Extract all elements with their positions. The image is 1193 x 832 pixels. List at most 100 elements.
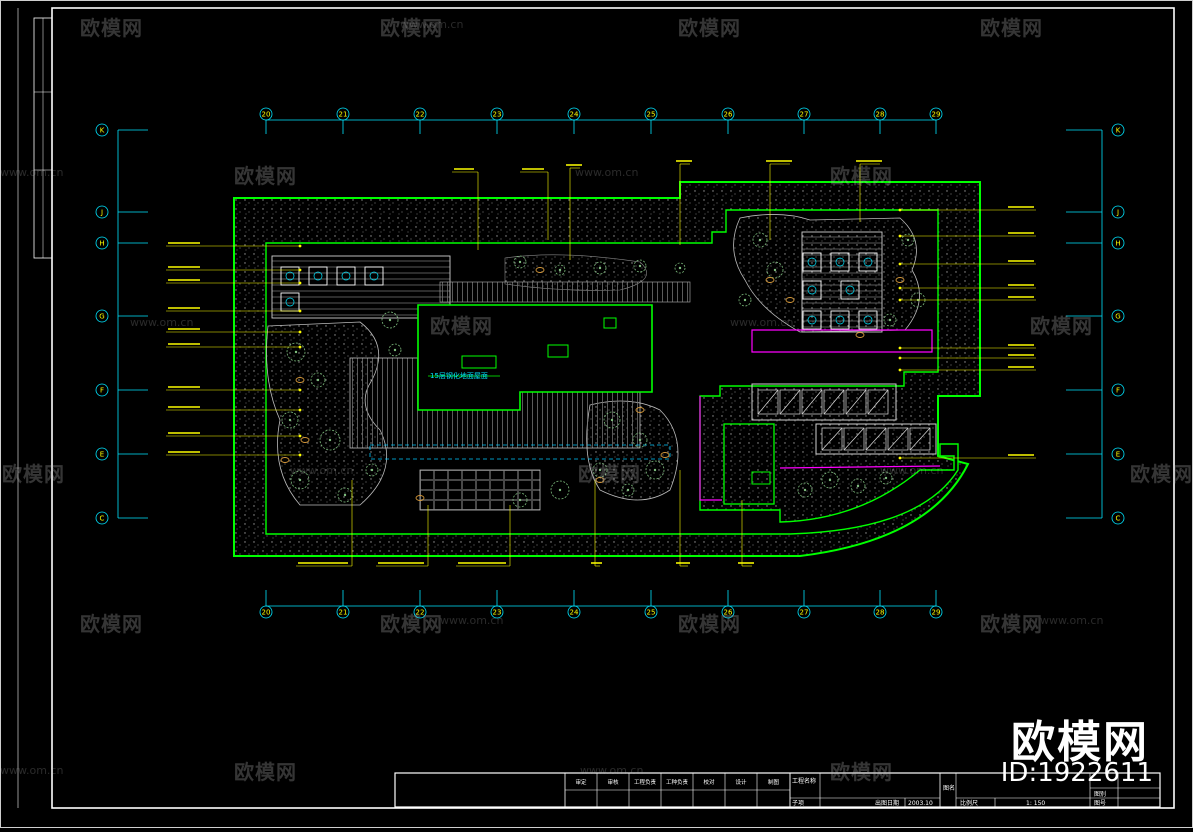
sheet-label: 图别: [1094, 790, 1106, 798]
rock-symbol: [415, 495, 425, 501]
watermark-url: www.om.cn: [580, 764, 644, 777]
title-block-role-label: 工种负责: [666, 778, 689, 786]
tree-pit: [830, 252, 850, 272]
watermark-url: www.om.cn: [0, 764, 64, 777]
axis-bubble: [490, 605, 504, 619]
rock-symbol: [785, 297, 795, 303]
tree-symbol: [821, 471, 839, 489]
axis-bubble: [1111, 447, 1125, 461]
parking-block: [699, 329, 941, 505]
tree-pit: [830, 310, 850, 330]
axis-bubble: [413, 107, 427, 121]
axis-column-label: 20: [262, 609, 271, 617]
annotation-leaders: [166, 160, 1036, 567]
watermark-text: 欧模网: [830, 760, 893, 784]
axis-column-label: 29: [932, 111, 941, 119]
axis-bubble: [567, 107, 581, 121]
rock-symbol: [300, 437, 310, 443]
title-block-role-label: 审定: [575, 778, 587, 786]
watermark-url: www.om.cn: [730, 316, 794, 329]
tree-symbol: [592, 462, 608, 478]
axis-bubble: [1111, 123, 1125, 137]
brand-logo-text: 欧模网: [1011, 717, 1149, 768]
tree-symbol: [550, 480, 570, 500]
axis-bubble: [1111, 236, 1125, 250]
tree-symbol: [879, 471, 893, 485]
axis-bubble: [644, 605, 658, 619]
axis-bubble: [95, 205, 109, 219]
drawing-no-label: 图号: [1094, 800, 1106, 807]
tree-symbol: [513, 255, 527, 269]
axis-row-label: K: [100, 127, 105, 135]
axis-bubble: [259, 605, 273, 619]
axis-row-label: G: [1115, 313, 1120, 321]
axis-bubble: [797, 605, 811, 619]
rock-symbol: [855, 332, 865, 338]
watermark-text: 欧模网: [380, 16, 443, 40]
axis-bubble: [797, 107, 811, 121]
watermark-text: 欧模网: [830, 164, 893, 188]
tree-symbol: [766, 261, 784, 279]
title-block-role-label: 校对: [703, 778, 715, 786]
watermark-text: 欧模网: [980, 612, 1043, 636]
tree-pit: [308, 266, 328, 286]
rock-symbol: [660, 452, 670, 458]
tree-symbol: [388, 343, 402, 357]
tree-symbol: [883, 313, 897, 327]
tree-symbol: [281, 411, 299, 429]
axis-bubble: [567, 605, 581, 619]
watermark-text: 欧模网: [430, 314, 493, 338]
axis-bubble: [95, 236, 109, 250]
tree-symbol: [850, 478, 866, 494]
title-block-role-label: 制图: [768, 778, 780, 786]
model-id: ID:1922611: [1000, 758, 1153, 788]
axis-column-label: 21: [339, 111, 348, 119]
tree-symbol: [645, 460, 665, 480]
tree-pit: [802, 252, 822, 272]
axis-bubble: [873, 107, 887, 121]
axis-column-label: 24: [570, 609, 579, 617]
axis-bubble: [95, 511, 109, 525]
tree-symbol: [290, 470, 310, 490]
tree-symbol: [365, 463, 379, 477]
axis-row-label: G: [99, 313, 104, 321]
title-block-role-label: 工程负责: [634, 778, 657, 786]
axis-column-label: 27: [800, 111, 809, 119]
axis-column-label: 20: [262, 111, 271, 119]
tree-pit: [858, 252, 878, 272]
axis-bubble: [1111, 383, 1125, 397]
axis-bubble: [490, 107, 504, 121]
tree-pit: [280, 266, 300, 286]
tree-pit: [364, 266, 384, 286]
axis-column-label: 26: [724, 111, 733, 119]
axis-column-label: 25: [647, 111, 656, 119]
tree-symbol: [593, 261, 607, 275]
rock-symbol: [635, 407, 645, 413]
axis-bubble: [929, 107, 943, 121]
axis-bubble: [721, 605, 735, 619]
tree-pit: [336, 266, 356, 286]
tree-symbol: [674, 262, 686, 274]
issue-date-value: 2003.10: [908, 800, 933, 807]
watermark-url: www.om.cn: [400, 18, 464, 31]
tree-symbol: [310, 372, 326, 388]
drawing-name-label: 图名: [943, 784, 955, 792]
axis-column-label: 21: [339, 609, 348, 617]
axis-column-label: 27: [800, 609, 809, 617]
watermark-text: 欧模网: [380, 612, 443, 636]
watermark-url: www.om.cn: [1040, 614, 1104, 627]
watermark-url: www.om.cn: [0, 166, 64, 179]
tree-symbol: [632, 432, 648, 448]
axis-row-label: H: [99, 240, 104, 248]
axis-bubble: [95, 383, 109, 397]
tree-symbol: [752, 232, 768, 248]
tree-pit: [802, 310, 822, 330]
tree-symbol: [381, 311, 399, 329]
axis-bubble: [873, 605, 887, 619]
axis-row-label: E: [1116, 451, 1120, 459]
watermark-url: www.om.cn: [130, 316, 194, 329]
title-block-role-label: 设计: [735, 778, 747, 786]
watermark-text: 欧模网: [578, 462, 641, 486]
project-name-label: 工程名称: [792, 777, 816, 785]
